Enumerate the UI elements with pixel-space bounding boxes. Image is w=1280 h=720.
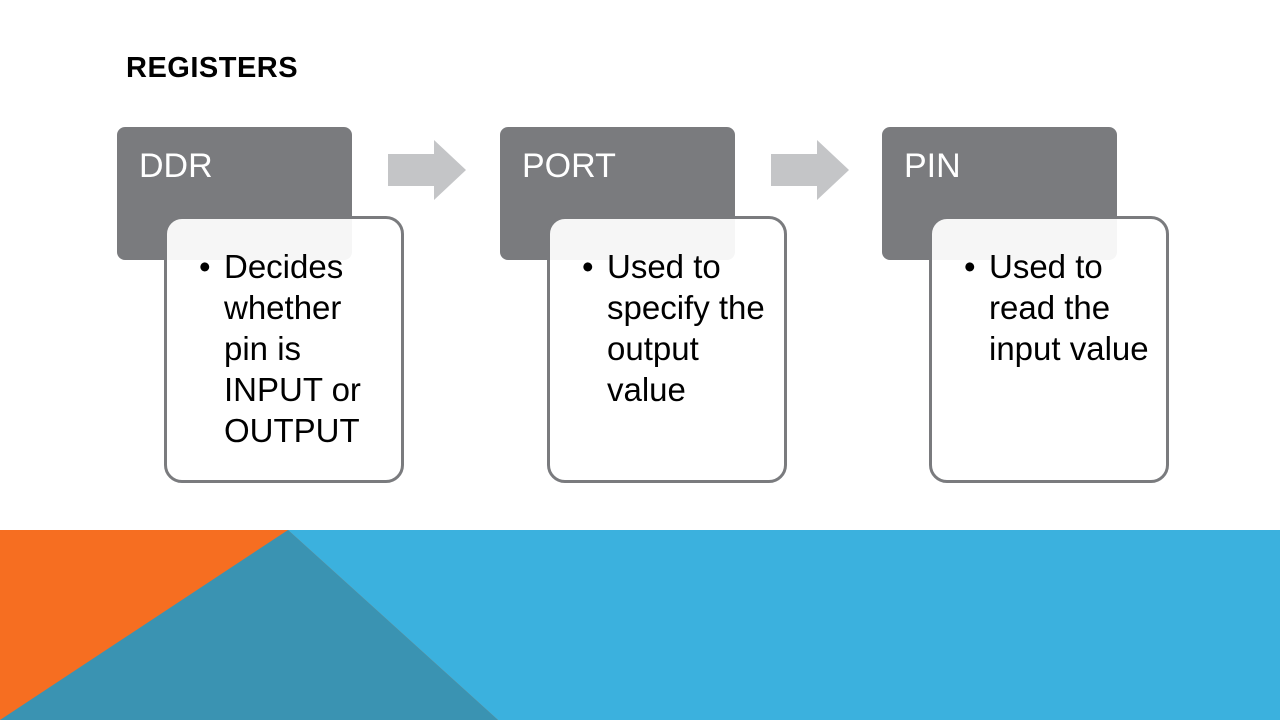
band-dark-blue-shape xyxy=(0,530,498,720)
step-ddr-label: DDR xyxy=(139,147,213,185)
right-arrow-icon xyxy=(771,140,849,200)
step-pin-label: PIN xyxy=(904,147,961,185)
step-ddr-detail: Decides whether pin is INPUT or OUTPUT xyxy=(164,216,404,483)
step-pin-bullet: Used to read the input value xyxy=(964,246,1154,369)
step-pin-detail: Used to read the input value xyxy=(929,216,1169,483)
step-port-detail: Used to specify the output value xyxy=(547,216,787,483)
step-port-label: PORT xyxy=(522,147,616,185)
decorative-bottom-band xyxy=(0,530,1280,720)
step-ddr-bullet: Decides whether pin is INPUT or OUTPUT xyxy=(199,246,389,451)
right-arrow-icon xyxy=(388,140,466,200)
step-port-bullet: Used to specify the output value xyxy=(582,246,772,410)
slide-title: REGISTERS xyxy=(126,52,299,84)
